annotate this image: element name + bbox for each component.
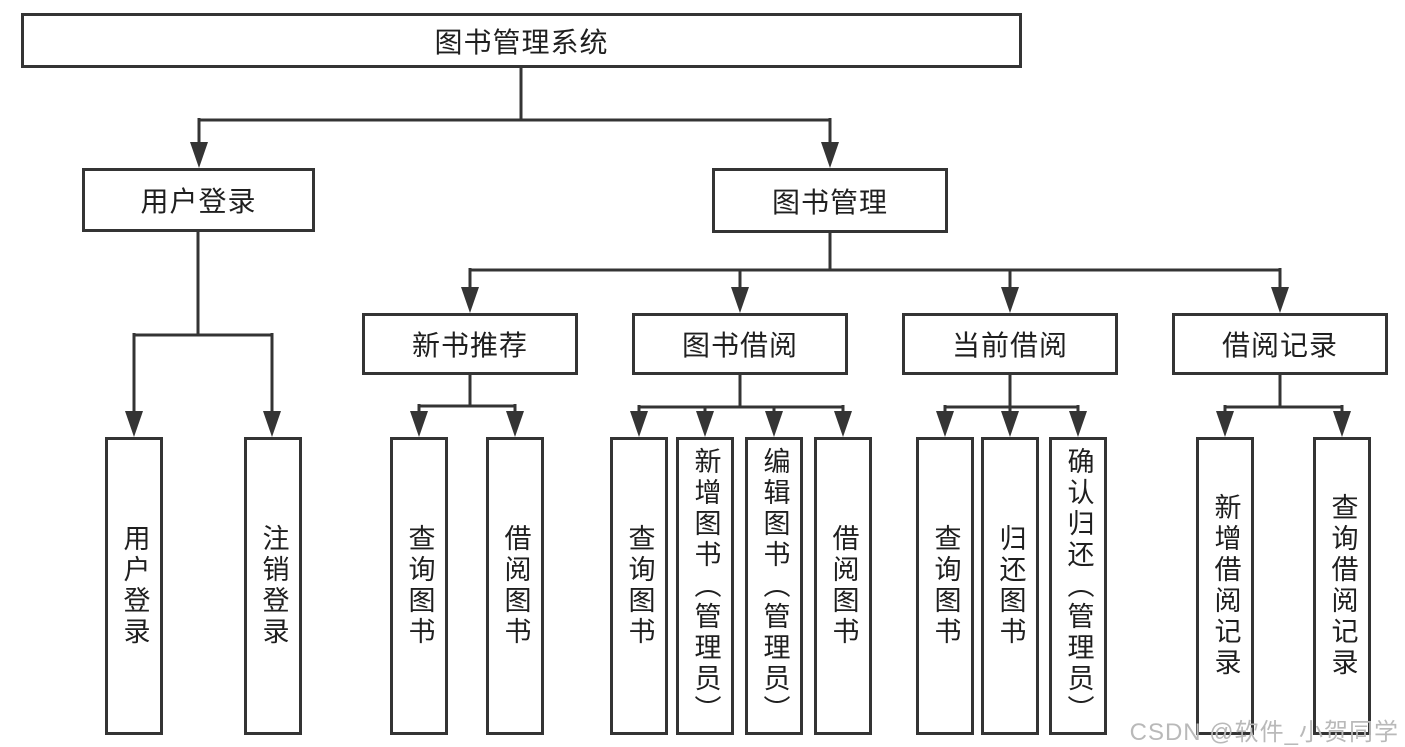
node-query-books-borrow: 查询图书 <box>610 437 668 735</box>
node-borrow-books-recommend: 借阅图书 <box>486 437 544 735</box>
leaf-label: 编辑图书（管理员） <box>759 446 790 726</box>
arrowheads <box>125 142 1351 437</box>
node-current-borrowing: 当前借阅 <box>902 313 1118 375</box>
node-add-books-admin: 新增图书（管理员） <box>676 437 734 735</box>
arrow-down-icon <box>731 287 749 313</box>
arrow-down-icon <box>190 142 208 168</box>
node-book-borrowing: 图书借阅 <box>632 313 848 375</box>
leaf-label: 归还图书 <box>995 524 1026 648</box>
node-new-book-recommendation: 新书推荐 <box>362 313 578 375</box>
arrow-down-icon <box>630 411 648 437</box>
node-edit-books-admin: 编辑图书（管理员） <box>745 437 803 735</box>
leaf-label: 借阅图书 <box>828 524 859 648</box>
arrow-down-icon <box>936 411 954 437</box>
arrow-down-icon <box>125 411 143 437</box>
leaf-label: 用户登录 <box>119 524 150 648</box>
arrow-down-icon <box>410 411 428 437</box>
arrow-down-icon <box>1271 287 1289 313</box>
node-library-management-system: 图书管理系统 <box>21 13 1022 68</box>
leaf-label: 查询图书 <box>930 524 961 648</box>
leaf-label: 查询图书 <box>624 524 655 648</box>
leaf-label: 确认归还（管理员） <box>1063 446 1094 726</box>
arrow-down-icon <box>821 142 839 168</box>
node-book-management: 图书管理 <box>712 168 948 233</box>
arrow-down-icon <box>461 287 479 313</box>
arrow-down-icon <box>1001 287 1019 313</box>
node-borrow-books: 借阅图书 <box>814 437 872 735</box>
arrow-down-icon <box>1001 411 1019 437</box>
leaf-label: 查询借阅记录 <box>1327 493 1358 679</box>
node-query-borrow-record: 查询借阅记录 <box>1313 437 1371 735</box>
node-query-books-recommend: 查询图书 <box>390 437 448 735</box>
node-query-books-current: 查询图书 <box>916 437 974 735</box>
arrow-down-icon <box>1069 411 1087 437</box>
arrow-down-icon <box>263 411 281 437</box>
node-add-borrow-record: 新增借阅记录 <box>1196 437 1254 735</box>
node-return-books: 归还图书 <box>981 437 1039 735</box>
node-user-login: 用户登录 <box>105 437 163 735</box>
leaf-label: 新增借阅记录 <box>1210 493 1241 679</box>
arrow-down-icon <box>1333 411 1351 437</box>
leaf-label: 新增图书（管理员） <box>690 446 721 726</box>
arrow-down-icon <box>834 411 852 437</box>
csdn-watermark: CSDN @软件_小贺同学 <box>1129 719 1399 746</box>
node-user-login-branch: 用户登录 <box>82 168 315 232</box>
leaf-label: 查询图书 <box>404 524 435 648</box>
leaf-label: 注销登录 <box>258 524 289 648</box>
arrow-down-icon <box>765 411 783 437</box>
node-confirm-return-admin: 确认归还（管理员） <box>1049 437 1107 735</box>
arrow-down-icon <box>1216 411 1234 437</box>
node-logout: 注销登录 <box>244 437 302 735</box>
arrow-down-icon <box>696 411 714 437</box>
arrow-down-icon <box>506 411 524 437</box>
node-borrowing-records: 借阅记录 <box>1172 313 1388 375</box>
leaf-label: 借阅图书 <box>500 524 531 648</box>
